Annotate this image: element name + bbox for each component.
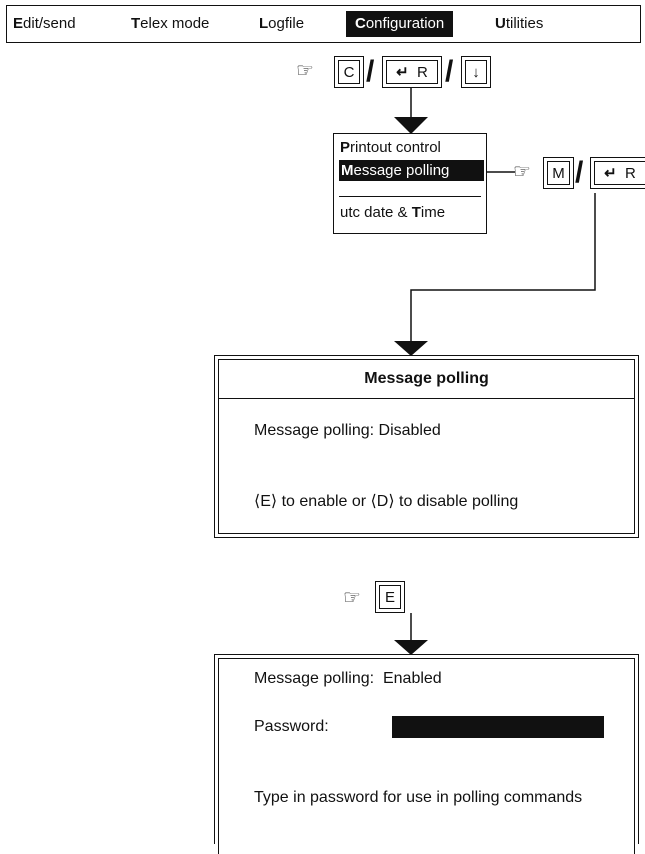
- key-enter-face: ↵ R: [594, 161, 645, 185]
- down-arrow-icon: [394, 640, 428, 655]
- menu-edit-send[interactable]: Edit/send: [13, 15, 76, 32]
- key-separator: /: [366, 55, 375, 88]
- menu-bar: Edit/send Telex mode Logfile Configurati…: [6, 5, 641, 43]
- menu-logfile[interactable]: Logfile: [259, 15, 305, 32]
- key-separator: /: [575, 156, 584, 189]
- pointing-hand-icon: ☞: [343, 587, 361, 609]
- dialog-title: Message polling: [218, 359, 635, 399]
- polling-status-value: Enabled: [382, 670, 442, 687]
- key-enter-label: R: [625, 165, 636, 182]
- key-m[interactable]: M: [543, 157, 574, 189]
- key-down[interactable]: ↓: [461, 56, 491, 88]
- key-m-label: M: [547, 161, 570, 185]
- pointing-hand-icon: ☞: [513, 161, 531, 183]
- key-e[interactable]: E: [375, 581, 405, 613]
- configuration-submenu: Printout control Message polling utc dat…: [333, 133, 487, 234]
- key-c-label: C: [338, 60, 360, 84]
- key-enter-face: ↵ R: [386, 60, 438, 84]
- password-input[interactable]: [392, 716, 604, 738]
- down-arrow-icon: [394, 117, 428, 134]
- enter-key-icon: ↵: [396, 64, 409, 81]
- key-e-label: E: [379, 585, 401, 609]
- key-enter[interactable]: ↵ R: [382, 56, 442, 88]
- down-arrow-icon: [394, 341, 428, 356]
- key-enter-label: R: [417, 64, 428, 81]
- submenu-utc-date-time[interactable]: utc date & Time: [340, 204, 446, 221]
- password-label: Password:: [254, 718, 329, 735]
- connector-line-3: [410, 193, 596, 342]
- key-enter[interactable]: ↵ R: [590, 157, 645, 189]
- polling-hint-text: ⟨E⟩ to enable or ⟨D⟩ to disable polling: [254, 493, 519, 510]
- pointing-hand-icon: ☞: [296, 60, 314, 82]
- key-down-label: ↓: [465, 60, 487, 84]
- polling-status-label: Message polling:: [254, 670, 375, 687]
- menu-configuration[interactable]: Configuration: [346, 11, 454, 37]
- password-hint-text: Type in password for use in polling comm…: [254, 789, 583, 806]
- dialog-inner-border: [218, 359, 635, 534]
- submenu-divider: [339, 196, 481, 197]
- message-polling-dialog: Message polling Message polling: Disable…: [214, 355, 639, 538]
- submenu-printout-control[interactable]: Printout control: [340, 139, 441, 156]
- submenu-message-polling[interactable]: Message polling: [339, 160, 484, 181]
- menu-utilities[interactable]: Utilities: [495, 15, 544, 32]
- flow-connectors: [394, 87, 596, 655]
- key-separator: /: [445, 55, 454, 88]
- password-dialog: Message polling: Enabled Password: Type …: [214, 654, 639, 854]
- key-c[interactable]: C: [334, 56, 364, 88]
- enter-key-icon: ↵: [604, 165, 617, 182]
- dialog-inner-border: [218, 658, 635, 854]
- polling-status-row: Message polling: Enabled: [254, 670, 442, 688]
- menu-telex-mode[interactable]: Telex mode: [131, 15, 210, 32]
- polling-status-text: Message polling: Disabled: [254, 422, 441, 439]
